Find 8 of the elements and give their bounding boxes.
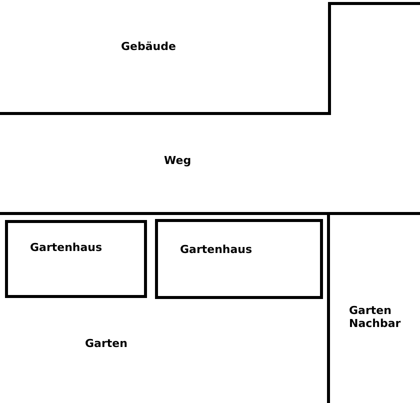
area-name: Gartenhaus	[180, 243, 252, 256]
area-name: Weg	[164, 154, 192, 167]
area-name: Garten	[85, 337, 128, 350]
area-name: Garten Nachbar	[349, 304, 402, 330]
building-outline	[155, 219, 323, 299]
area-name: Gartenhaus	[30, 241, 102, 254]
area-name: Gebäude	[121, 40, 176, 53]
building-outline	[5, 220, 147, 298]
